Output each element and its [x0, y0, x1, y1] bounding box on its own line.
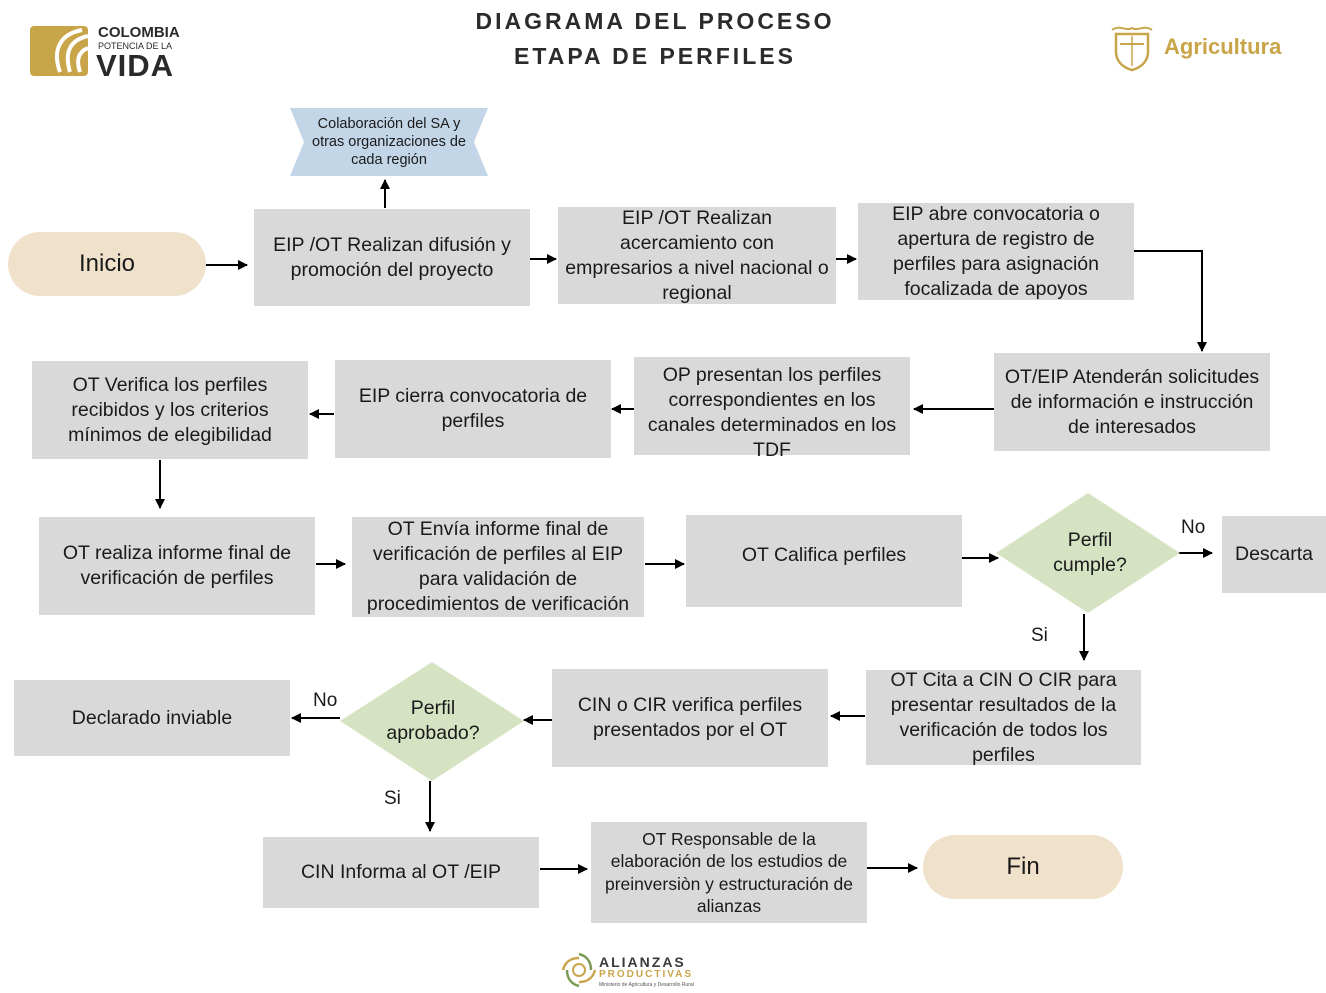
aprobado-no-label: No: [313, 690, 338, 711]
perfil-cumple-diamond: [996, 493, 1180, 613]
inicio-node: Inicio: [8, 232, 206, 296]
cita-box: OT Cita a CIN O CIR para presentar resul…: [866, 669, 1141, 766]
colombia-logo-line1: COLOMBIA: [98, 24, 180, 41]
cumple-no-label: No: [1181, 517, 1206, 538]
colaboracion-banner-shape: [290, 108, 488, 176]
envia-informe-box: OT Envía informe final de verificación d…: [352, 517, 644, 617]
fin-node: Fin: [923, 835, 1123, 899]
agricultura-logo-text: Agricultura: [1164, 34, 1282, 59]
presentan-box: OP presentan los perfiles correspondient…: [634, 357, 910, 461]
alianzas-logo-line2: PRODUCTIVAS: [599, 969, 694, 980]
alianzas-productivas-logo: ALIANZAS PRODUCTIVAS Ministerio de Agric…: [561, 952, 721, 992]
alianzas-logo-line3: Ministerio de Agricultura y Desarrollo R…: [599, 982, 694, 988]
agricultura-logo: Agricultura: [1110, 24, 1290, 74]
coat-of-arms-icon: [1111, 26, 1153, 72]
colaboracion-banner-text: Colaboración del SA y otras organizacion…: [312, 116, 466, 168]
cin-verifica-box: CIN o CIR verifica perfiles presentados …: [552, 669, 828, 767]
page-title-line2: ETAPA DE PERFILES: [514, 43, 796, 69]
cin-informa-box: CIN Informa al OT /EIP: [263, 837, 539, 908]
perfil-aprobado-diamond: [340, 662, 524, 781]
perfil-cumple-text: Perfil cumple?: [1053, 529, 1127, 576]
alianzas-swirl-icon: [561, 952, 597, 988]
inviable-box: Declarado inviable: [14, 680, 290, 756]
colombia-logo-line3: VIDA: [96, 48, 175, 83]
responsable-box: OT Responsable de la elaboración de los …: [591, 822, 867, 923]
arrow-convocatoria-atenderan: [1134, 250, 1207, 352]
perfil-aprobado-text: Perfil aprobado?: [386, 697, 480, 744]
califica-box: OT Califica perfiles: [686, 515, 962, 607]
cierra-box: EIP cierra convocatoria de perfiles: [335, 360, 611, 458]
aprobado-si-label: Si: [384, 788, 401, 809]
alianzas-logo-line1: ALIANZAS: [599, 954, 686, 970]
colombia-logo-mark-icon: [30, 26, 89, 76]
verifica-box: OT Verifica los perfiles recibidos y los…: [32, 361, 308, 459]
informe-final-box: OT realiza informe final de verificación…: [39, 517, 315, 615]
cumple-si-label: Si: [1031, 625, 1048, 646]
colombia-logo: COLOMBIA POTENCIA DE LA VIDA: [30, 22, 190, 84]
difusion-box: EIP /OT Realizan difusión y promoción de…: [254, 209, 530, 306]
colombia-logo-line2: POTENCIA DE LA: [98, 41, 173, 51]
descarta-box: Descarta: [1222, 516, 1326, 593]
convocatoria-box: EIP abre convocatoria o apertura de regi…: [858, 203, 1134, 300]
page-title-line1: DIAGRAMA DEL PROCESO: [475, 8, 835, 34]
acercamiento-box: EIP /OT Realizan acercamiento con empres…: [558, 207, 836, 304]
atenderan-box: OT/EIP Atenderán solicitudes de informac…: [994, 353, 1270, 451]
